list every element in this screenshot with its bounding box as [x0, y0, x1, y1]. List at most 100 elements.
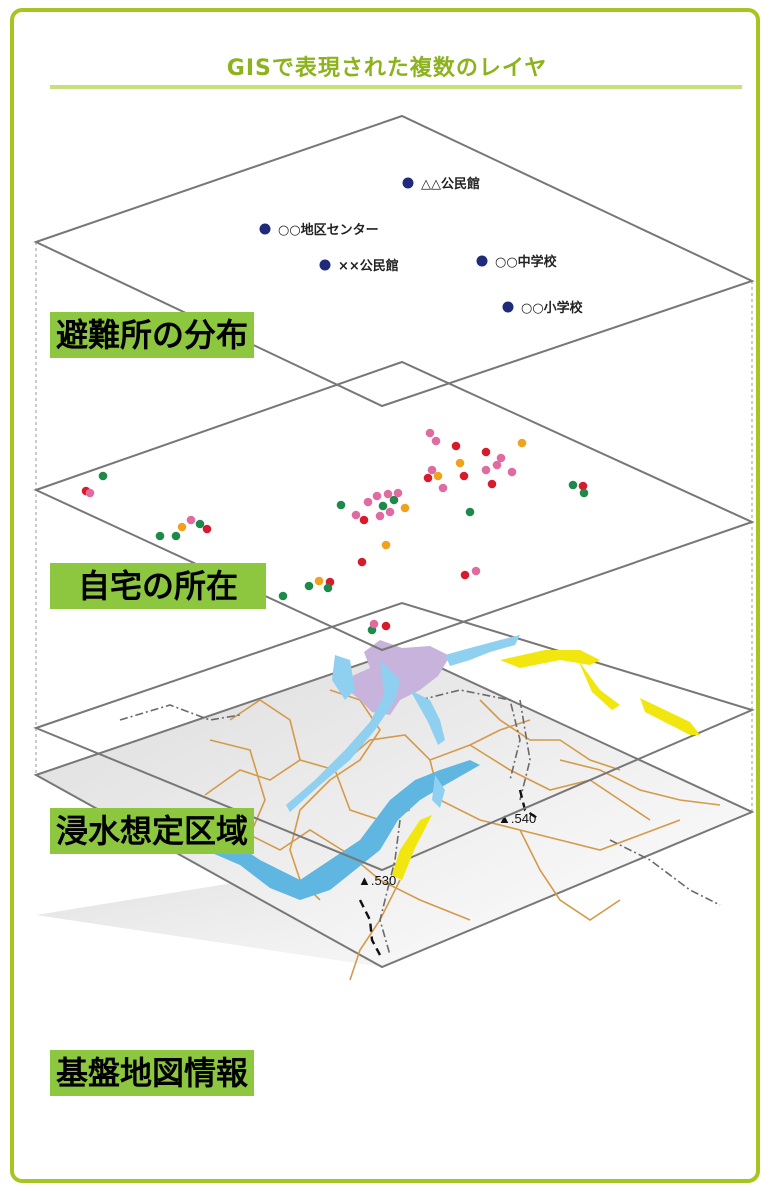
- home-marker: [359, 515, 369, 525]
- river: [150, 760, 480, 900]
- homes-plane: [33, 360, 755, 652]
- road-line: [479, 699, 621, 771]
- home-marker: [98, 471, 108, 481]
- shelter-name: ○○小学校: [521, 300, 584, 316]
- home-marker: [459, 471, 469, 481]
- home-marker: [465, 507, 475, 517]
- home-marker: [336, 500, 346, 510]
- home-marker: [481, 465, 491, 475]
- connector-lines: [35, 242, 753, 815]
- home-marker: [423, 473, 433, 483]
- boundary-line: [419, 689, 521, 781]
- diagram-title: GISで表現された複数のレイヤ: [226, 56, 548, 81]
- road-line: [209, 739, 471, 921]
- flood-area-purple: [348, 640, 450, 715]
- layer-label-homes: 自宅の所在: [50, 563, 267, 609]
- shelter-marker: [259, 223, 271, 235]
- home-marker: [578, 481, 588, 491]
- layer-label-shelters: 避難所の分布: [50, 312, 255, 358]
- home-marker: [455, 458, 465, 468]
- road-line: [349, 879, 401, 981]
- home-marker: [177, 522, 187, 532]
- home-marker: [195, 519, 205, 529]
- home-marker: [568, 480, 578, 490]
- shelter-marker: [502, 301, 514, 313]
- shelter-name: ××公民館: [338, 258, 399, 274]
- home-marker: [460, 570, 470, 580]
- road-line: [559, 759, 721, 806]
- home-marker: [378, 501, 388, 511]
- home-marker: [383, 489, 393, 499]
- home-marker: [381, 540, 391, 550]
- railway-line: [518, 789, 541, 821]
- flood-area-yellow: [500, 650, 600, 668]
- home-marker: [155, 531, 165, 541]
- home-marker: [487, 479, 497, 489]
- home-marker: [381, 621, 391, 631]
- road-line: [289, 689, 381, 901]
- elevation-point-label: ▲.530: [358, 873, 396, 888]
- home-marker: [517, 438, 527, 448]
- home-marker: [85, 488, 95, 498]
- home-marker: [202, 524, 212, 534]
- home-marker: [363, 497, 373, 507]
- shelter-name: ○○地区センター: [278, 222, 379, 238]
- home-marker: [507, 467, 517, 477]
- road-line: [229, 699, 301, 761]
- home-marker: [351, 510, 361, 520]
- road-line: [429, 759, 681, 851]
- home-marker: [369, 619, 379, 629]
- home-marker: [171, 531, 181, 541]
- home-marker: [375, 511, 385, 521]
- home-marker: [357, 557, 367, 567]
- boundary-line: [609, 839, 721, 906]
- home-marker: [431, 436, 441, 446]
- flood-area-blue: [432, 775, 445, 808]
- shelters-plane: △△公民館 ○○地区センター ××公民館 ○○中学校 ○○小学校: [33, 114, 755, 408]
- home-marker: [186, 515, 196, 525]
- boundary-line: [519, 699, 531, 801]
- home-marker: [481, 447, 491, 457]
- base-map-plane: ▲.540 ▲.530: [33, 648, 755, 981]
- shelter-marker: [402, 177, 414, 189]
- home-marker: [438, 483, 448, 493]
- layer-label-base-map: 基盤地図情報: [50, 1050, 255, 1096]
- home-marker: [278, 591, 288, 601]
- flood-area-blue: [410, 690, 445, 745]
- elevation-point-label: ▲.540: [498, 811, 536, 826]
- boundary-line: [379, 819, 401, 956]
- shelter-name: ○○中学校: [495, 254, 558, 270]
- home-marker: [385, 507, 395, 517]
- home-marker: [389, 495, 399, 505]
- home-marker: [433, 471, 443, 481]
- home-marker: [579, 488, 589, 498]
- shelter-marker: [319, 259, 331, 271]
- layer-label-flood: 浸水想定区域: [50, 808, 255, 854]
- home-marker: [304, 581, 314, 591]
- home-marker: [427, 465, 437, 475]
- flood-area-yellow: [578, 660, 620, 710]
- home-marker: [492, 460, 502, 470]
- home-marker: [496, 453, 506, 463]
- home-marker: [323, 583, 333, 593]
- railway-line: [358, 899, 382, 956]
- home-marker: [393, 488, 403, 498]
- home-marker: [372, 491, 382, 501]
- flood-area-blue: [286, 660, 400, 812]
- road-line: [519, 829, 621, 921]
- flood-plane: [33, 601, 755, 880]
- flood-area-yellow: [640, 698, 700, 735]
- title-divider: [50, 85, 742, 89]
- home-marker: [314, 576, 324, 586]
- home-marker: [471, 566, 481, 576]
- flood-area-yellow: [392, 815, 432, 880]
- home-marker: [425, 428, 435, 438]
- road-line: [469, 744, 651, 821]
- flood-area-blue: [445, 635, 520, 666]
- flood-area-blue: [332, 655, 355, 700]
- home-marker: [400, 503, 410, 513]
- shelter-marker: [476, 255, 488, 267]
- shelter-name: △△公民館: [421, 176, 480, 192]
- home-marker: [451, 441, 461, 451]
